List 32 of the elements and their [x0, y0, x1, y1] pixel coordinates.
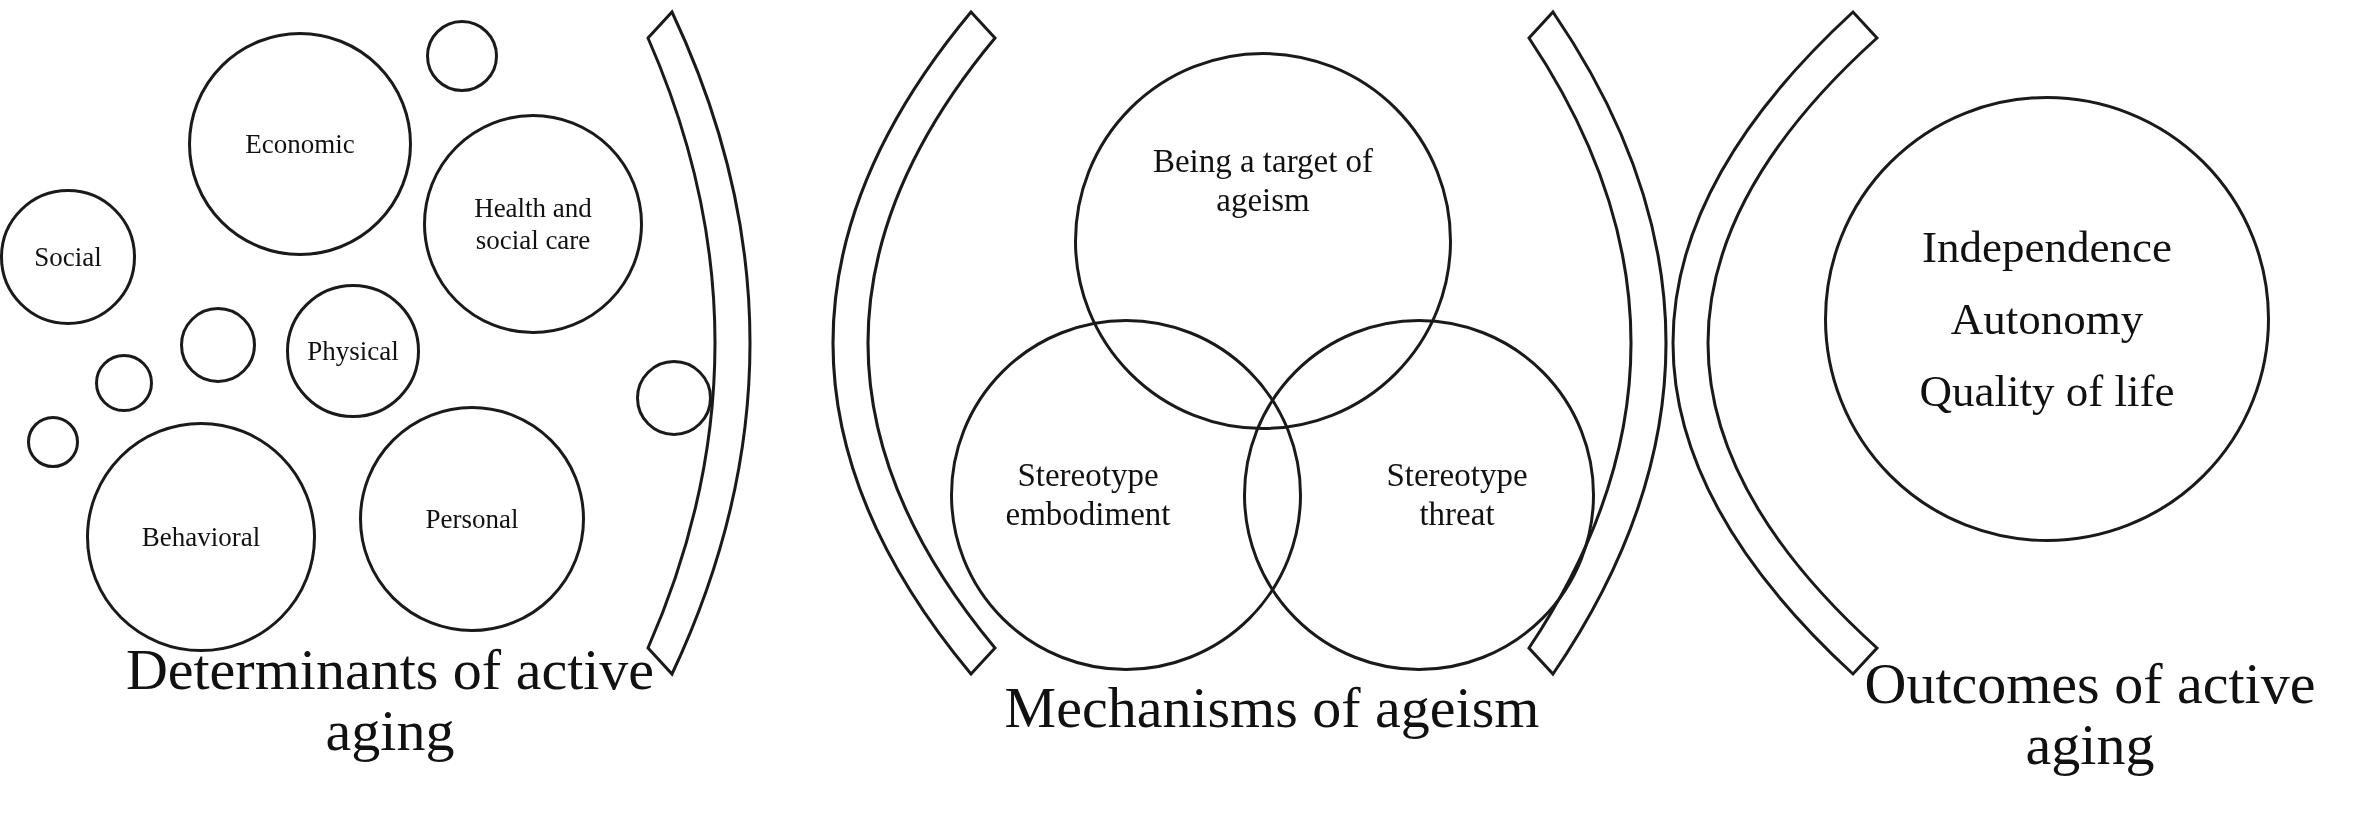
venn-circle: [950, 319, 1302, 671]
circle: [423, 114, 643, 334]
section-heading: Mechanisms of ageism: [1003, 678, 1541, 739]
circle-label: Health and social care: [473, 191, 593, 257]
section-heading: Determinants of active aging: [124, 640, 656, 762]
circle-label: Being a target of ageism: [1151, 141, 1375, 221]
circle-label: Economic: [244, 128, 356, 161]
circle-label: Personal: [424, 503, 520, 536]
circle: [636, 360, 712, 436]
circle: [1824, 96, 2270, 542]
circle: [86, 422, 316, 652]
circle: [286, 284, 420, 418]
circle-label: Stereotype embodiment: [1004, 455, 1172, 535]
circle-label: Social: [33, 241, 103, 274]
circle-label: Physical: [306, 335, 400, 368]
circle-label: Behavioral: [140, 521, 262, 554]
circle: [0, 189, 136, 325]
outcome-text: Quality of life: [1919, 365, 2175, 418]
outcome-text: Independence: [1922, 221, 2172, 274]
bracket-shape: [1527, 10, 1668, 676]
circle-label: Stereotype threat: [1385, 455, 1529, 535]
circle: [27, 416, 79, 468]
circle: [180, 307, 256, 383]
venn-circle: [1243, 319, 1595, 671]
circle: [95, 354, 153, 412]
outcome-text: Autonomy: [1950, 293, 2144, 346]
venn-circle: [1074, 52, 1452, 430]
bracket-shape: [831, 10, 997, 676]
circle: [188, 32, 412, 256]
circle: [359, 406, 585, 632]
circle: [426, 20, 498, 92]
section-heading: Outcomes of active aging: [1863, 654, 2317, 776]
